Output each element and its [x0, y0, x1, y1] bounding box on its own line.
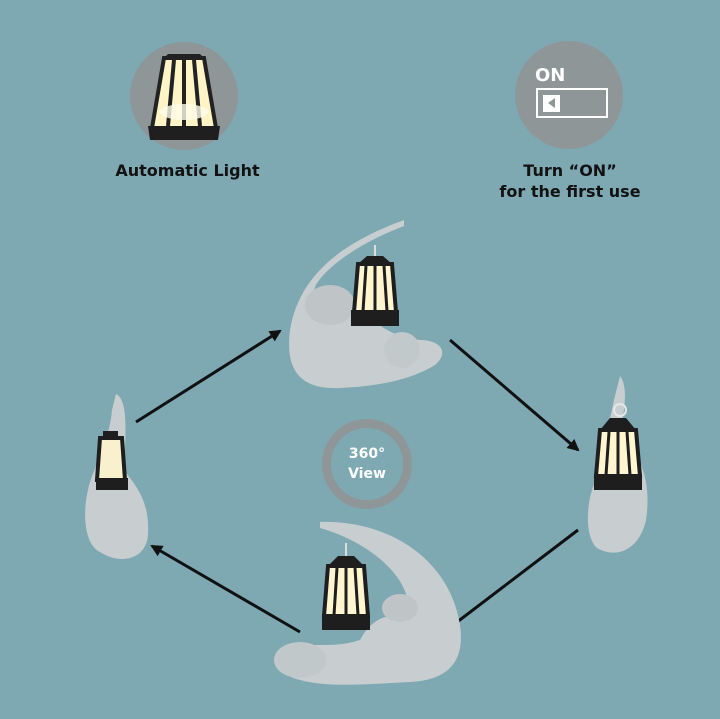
turn-on-label: Turn “ON” for the first use	[485, 160, 655, 202]
automatic-light-badge	[130, 42, 238, 150]
on-switch-badge: ON	[515, 41, 623, 149]
view-360-badge: 360° View	[322, 419, 412, 509]
automatic-light-label: Automatic Light	[115, 161, 260, 180]
arrow-bottom-to-left	[150, 544, 301, 634]
on-switch-text: ON	[535, 65, 566, 86]
arrow-top-to-right	[449, 338, 580, 452]
turn-on-line-2: for the first use	[499, 182, 641, 201]
cat-statue-top	[289, 220, 443, 389]
cat-statue-left	[85, 394, 149, 559]
arrow-right-to-bottom	[442, 528, 579, 634]
lantern-top	[351, 256, 399, 326]
turn-on-line-1: Turn “ON”	[523, 161, 617, 180]
cat-statue-right	[587, 376, 648, 553]
lantern-bottom	[321, 556, 371, 630]
lantern-left	[94, 431, 128, 490]
arrow-left-to-top	[135, 329, 282, 424]
lantern-icon	[148, 54, 220, 140]
cat-statue-bottom	[274, 521, 461, 685]
lantern-right	[593, 418, 643, 490]
view-360-word: View	[348, 466, 386, 482]
view-360-number: 360°	[348, 446, 386, 462]
on-switch-icon	[536, 88, 608, 118]
